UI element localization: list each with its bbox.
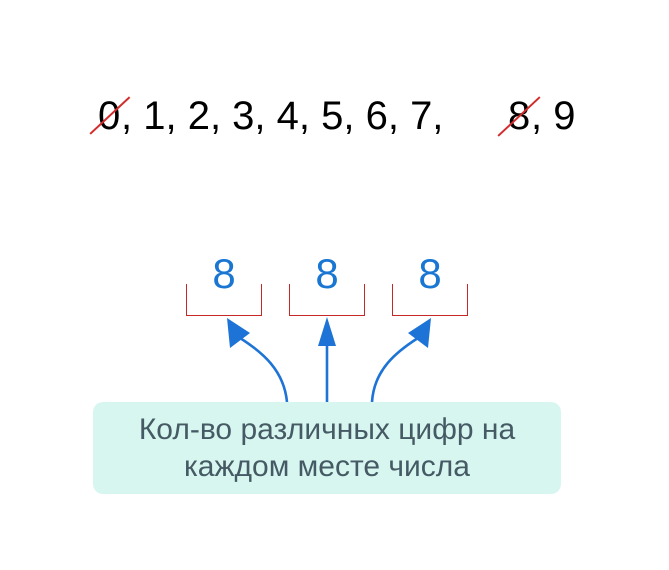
arrowhead-right — [408, 318, 431, 348]
digit-list-end: , 9 — [531, 94, 576, 138]
position-slot-3: 8 — [392, 250, 468, 320]
digit-sequence: 0 , 1, 2, 3, 4, 5, 6, 7, 8 , 9 — [0, 88, 669, 148]
caption-line-1: Кол-во различных цифр на — [138, 413, 516, 446]
caption-line-2: каждом месте числа — [184, 450, 470, 483]
arrowhead-left — [227, 318, 250, 348]
arrow-right — [370, 336, 419, 403]
position-bracket-3 — [392, 284, 468, 316]
digit-list-middle: , 1, 2, 3, 4, 5, 6, 7, — [121, 94, 455, 138]
arrow-left — [239, 336, 289, 403]
position-count-1: 8 — [212, 250, 236, 297]
position-slot-2: 8 — [289, 250, 365, 320]
position-bracket-1 — [186, 284, 262, 316]
position-count-2: 8 — [315, 250, 339, 297]
arrowhead-center — [318, 317, 336, 346]
position-count-3: 8 — [418, 250, 442, 297]
position-slot-1: 8 — [186, 250, 262, 320]
position-bracket-2 — [289, 284, 365, 316]
caption-box: Кол-во различных цифр на каждом месте чи… — [93, 402, 561, 494]
